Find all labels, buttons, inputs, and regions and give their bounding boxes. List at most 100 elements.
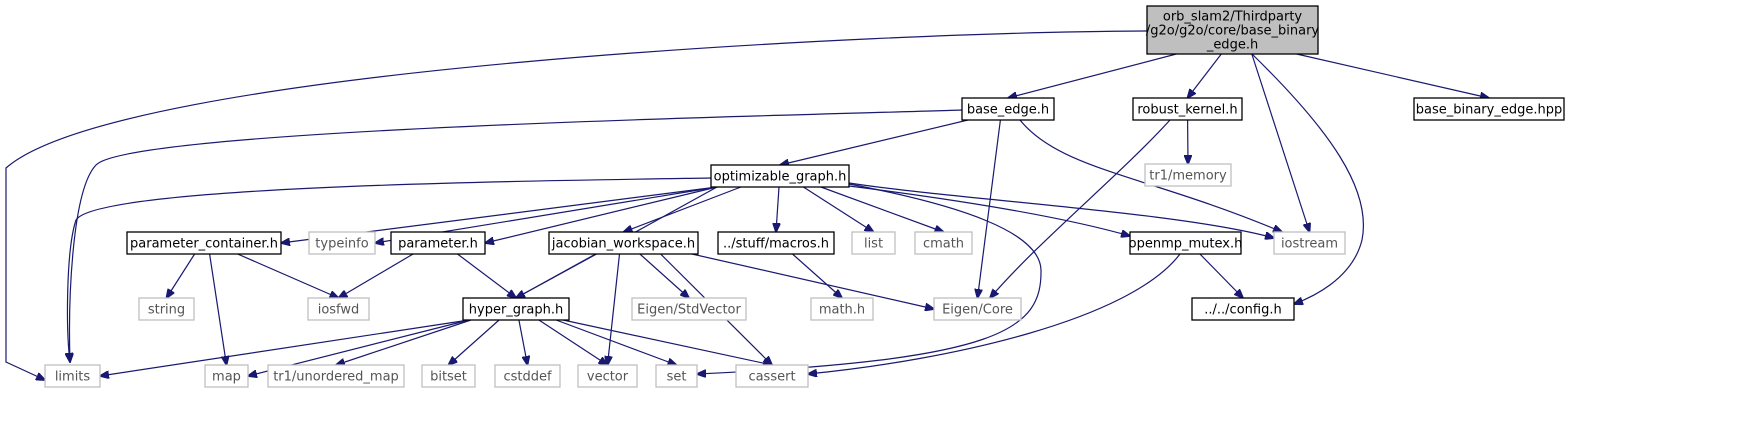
edge-root-to-base_binary_edge_hpp [1296, 53, 1489, 98]
node-box [204, 364, 249, 388]
edge-parameter_container-to-string [167, 253, 196, 298]
edge-openmp_mutex-to-config [1199, 253, 1243, 298]
edge-base_edge-to-optimizable_graph [780, 119, 969, 165]
node-tr1-memory[interactable]: tr1/memory [1144, 163, 1232, 187]
node-box [462, 297, 570, 321]
edge-stuff_macros-to-math_h [792, 253, 843, 298]
node-jacobian-workspace[interactable]: jacobian_workspace.h [548, 231, 699, 255]
node-cmath[interactable]: cmath [914, 231, 973, 255]
node-label: tr1/unordered_map [273, 370, 399, 385]
node-label: cmath [923, 237, 964, 252]
edge-parameter_container-to-iosfwd [237, 253, 339, 298]
edge-parameter_container-to-map [209, 253, 227, 365]
node-cassert[interactable]: cassert [735, 364, 809, 388]
node-iostream[interactable]: iostream [1273, 231, 1346, 255]
edge-optimizable_graph-to-limits [68, 177, 712, 362]
edge-jacobian_workspace-to-vector [608, 253, 621, 365]
node-label: vector [587, 370, 629, 385]
node-box [1191, 297, 1295, 321]
node-label: iostream [1281, 237, 1338, 252]
edge-optimizable_graph-to-list [803, 186, 873, 232]
node-label: cassert [748, 370, 795, 385]
node-label: set [667, 370, 687, 385]
node-label: tr1/memory [1149, 169, 1227, 184]
node-box [810, 297, 874, 321]
edge-optimizable_graph-to-parameter [485, 186, 718, 243]
node-box [851, 231, 896, 255]
node-label: optimizable_graph.h [714, 170, 847, 185]
node-label: orb_slam2/Thirdparty [1163, 10, 1303, 25]
node-stuff-macros[interactable]: ../stuff/macros.h [717, 231, 835, 255]
node-math-h[interactable]: math.h [810, 297, 874, 321]
node-box [1129, 231, 1242, 255]
node-label: robust_kernel.h [1137, 103, 1237, 118]
node-label: parameter.h [398, 237, 478, 252]
node-label: limits [55, 370, 91, 385]
node-box [421, 364, 476, 388]
edge-hyper_graph-to-bitset [449, 319, 500, 365]
node-label: cstddef [503, 370, 552, 385]
node-label: jacobian_workspace.h [551, 237, 695, 252]
edge-jacobian_workspace-to-hyper_graph [516, 253, 597, 298]
node-set[interactable]: set [655, 364, 698, 388]
node-hyper-graph[interactable]: hyper_graph.h [462, 297, 570, 321]
nodes-layer: orb_slam2/Thirdparty/g2o/g2o/core/base_b… [44, 5, 1565, 388]
node-tr1-unordered-map[interactable]: tr1/unordered_map [267, 364, 405, 388]
node-map[interactable]: map [204, 364, 249, 388]
edge-hyper_graph-to-cassert [562, 319, 772, 365]
edge-parameter-to-hyper_graph [457, 253, 517, 298]
node-box [735, 364, 809, 388]
node-label: ../stuff/macros.h [723, 237, 829, 252]
node-box [390, 231, 486, 255]
node-box [308, 231, 376, 255]
node-typeinfo[interactable]: typeinfo [308, 231, 376, 255]
node-iosfwd[interactable]: iosfwd [307, 297, 370, 321]
node-parameter-container[interactable]: parameter_container.h [126, 231, 282, 255]
edge-optimizable_graph-to-set [697, 183, 1042, 374]
node-bitset[interactable]: bitset [421, 364, 476, 388]
node-eigen-core[interactable]: Eigen/Core [933, 297, 1022, 321]
edge-hyper_graph-to-vector [538, 319, 608, 365]
edge-optimizable_graph-to-openmp_mutex [848, 185, 1130, 236]
node-box [914, 231, 973, 255]
node-limits[interactable]: limits [44, 364, 101, 388]
edge-root-to-robust_kernel [1188, 53, 1222, 98]
edge-root-to-config [1251, 53, 1364, 304]
node-box [494, 364, 561, 388]
node-vector[interactable]: vector [577, 364, 638, 388]
node-list[interactable]: list [851, 231, 896, 255]
node-box [577, 364, 638, 388]
node-robust-kernel[interactable]: robust_kernel.h [1132, 97, 1243, 121]
node-base-edge[interactable]: base_edge.h [961, 97, 1055, 121]
node-box [1273, 231, 1346, 255]
edge-hyper_graph-to-tr1_unordered_map [336, 319, 472, 365]
node-optimizable-graph[interactable]: optimizable_graph.h [710, 164, 850, 188]
edge-root-to-base_edge [1008, 53, 1177, 98]
node-openmp-mutex[interactable]: openmp_mutex.h [1129, 231, 1243, 255]
node-label: /g2o/g2o/core/base_binary [1146, 24, 1320, 39]
node-string[interactable]: string [138, 297, 195, 321]
node-base-binary-edge-hpp[interactable]: base_binary_edge.hpp [1413, 97, 1565, 121]
edge-optimizable_graph-to-iostream [848, 182, 1274, 238]
node-box [126, 231, 282, 255]
node-label: Eigen/Core [942, 303, 1013, 318]
node-label: typeinfo [315, 237, 368, 252]
node-root[interactable]: orb_slam2/Thirdparty/g2o/g2o/core/base_b… [1146, 5, 1320, 55]
node-cstddef[interactable]: cstddef [494, 364, 561, 388]
node-box [1413, 97, 1565, 121]
edge-hyper_graph-to-limits [100, 319, 470, 376]
node-parameter[interactable]: parameter.h [390, 231, 486, 255]
node-box [710, 164, 850, 188]
node-label: hyper_graph.h [469, 303, 563, 318]
node-box [1132, 97, 1243, 121]
node-box [933, 297, 1022, 321]
node-config[interactable]: ../../config.h [1191, 297, 1295, 321]
node-label: iosfwd [318, 303, 360, 318]
node-box [1146, 5, 1319, 55]
edge-base_edge-to-limits [70, 109, 963, 362]
node-eigen-stdvector[interactable]: Eigen/StdVector [631, 297, 747, 321]
node-box [655, 364, 698, 388]
node-label: _edge.h [1206, 38, 1258, 53]
node-label: bitset [430, 370, 467, 385]
